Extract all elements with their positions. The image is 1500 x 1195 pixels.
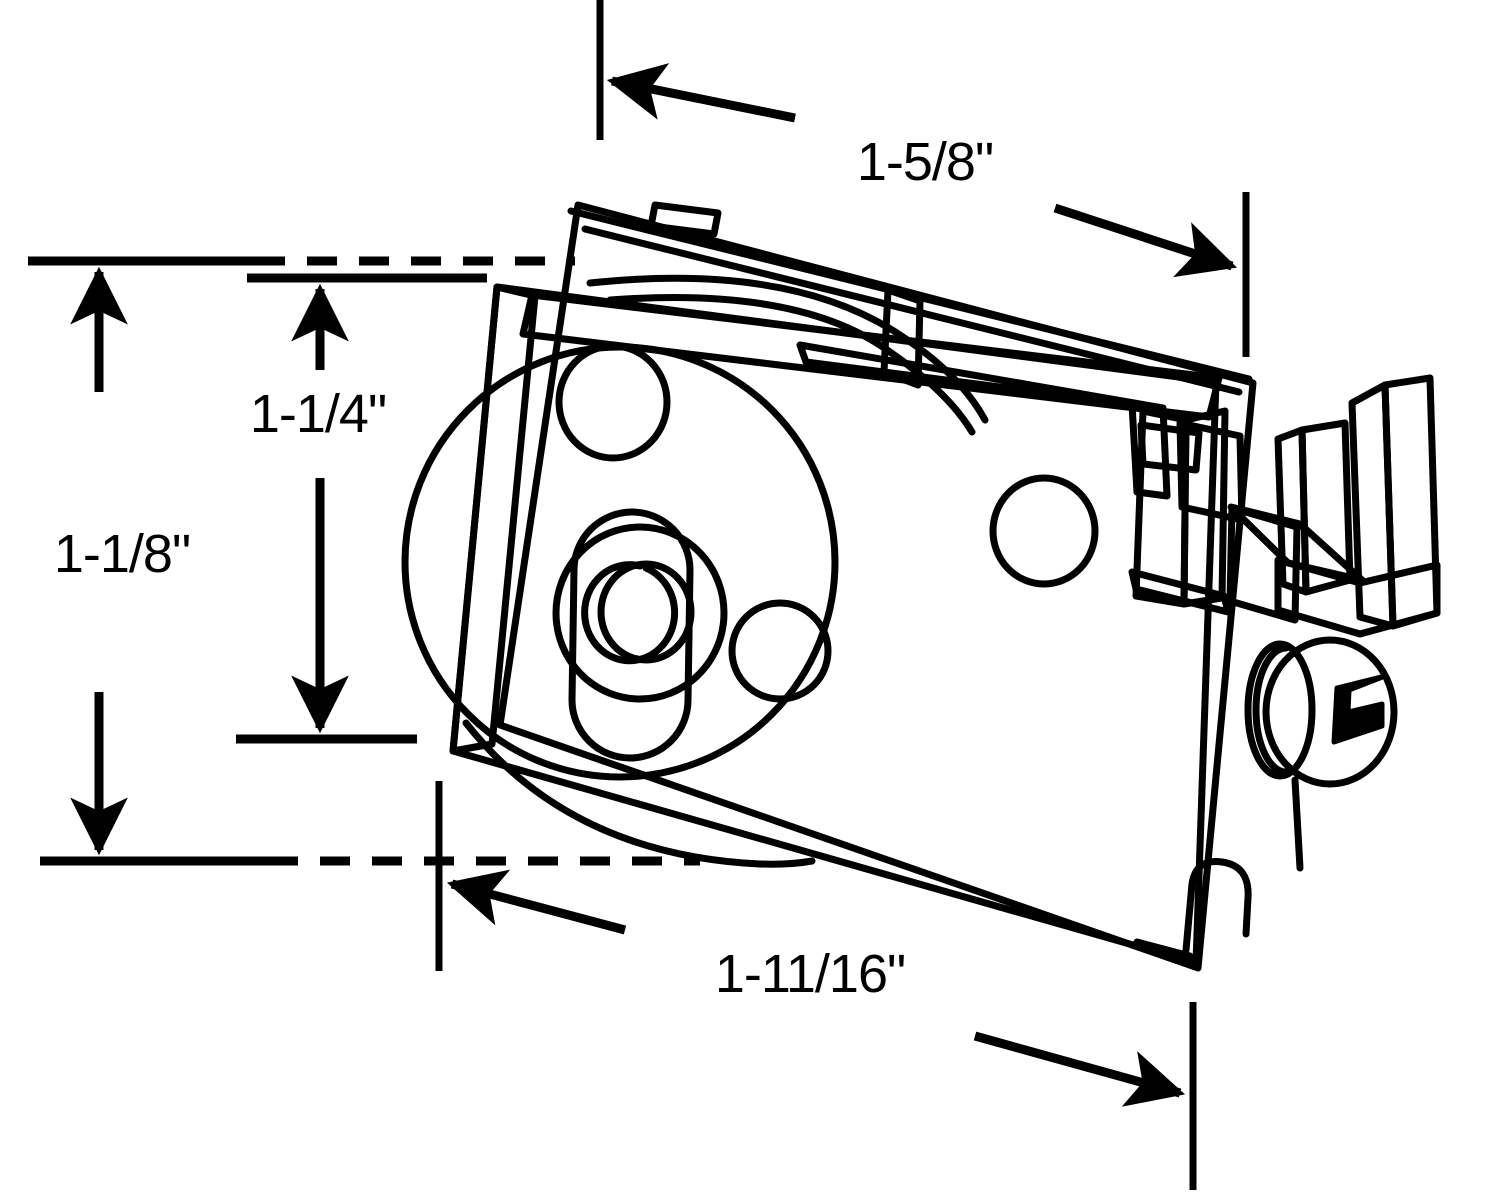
- wheel-bottom-arc: [462, 719, 816, 868]
- housing-front-face: [449, 283, 1220, 967]
- part-geometry: [401, 201, 1441, 972]
- dashed-reference-lines: [255, 256, 700, 866]
- small-hole-center-icon: [728, 599, 832, 703]
- bracket-channel-top: [1227, 503, 1366, 584]
- mounting-hole-right-icon: [989, 474, 1099, 588]
- axle-hub-outer-icon: [552, 523, 728, 703]
- axle-hub-bore-icon: [581, 561, 679, 665]
- arrow-to-left-bottom: [446, 869, 627, 935]
- screw-shaft-icon: [1291, 776, 1304, 872]
- horizontal-witness-lines: [28, 256, 487, 866]
- bracket-right-prong-inner: [1348, 381, 1397, 630]
- dimension-label-height-outer: 1-1/8": [54, 524, 190, 584]
- housing-left-edge-band: [449, 283, 539, 755]
- bracket-left-prong-inner: [1274, 426, 1310, 596]
- screw-washer-inner-icon: [1252, 644, 1290, 776]
- housing-top-inner-lip: [581, 225, 1243, 396]
- dimension-label-width-bottom: 1-11/16": [715, 944, 905, 1004]
- screw-head-outer-icon: [1262, 636, 1398, 788]
- arrow-to-right-top: [1053, 203, 1237, 278]
- housing-bottom-edge-detail: [1133, 938, 1194, 960]
- mounting-hole-upper-left-icon: [555, 342, 671, 462]
- bottom-notch-icon: [1182, 857, 1252, 954]
- dimension-arrows-width-top: [606, 63, 1237, 278]
- arrow-to-left-top: [606, 63, 796, 123]
- dimension-arrows-width-bottom: [446, 869, 1186, 1107]
- bracket-arm-diagonal: [1176, 419, 1246, 524]
- extension-lines: [435, 0, 1250, 1190]
- dimension-label-height-inner: 1-1/4": [250, 384, 386, 444]
- screw-slot-icon: [1331, 673, 1388, 745]
- housing-right-boss: [1137, 421, 1203, 474]
- housing-top-tab: [647, 201, 722, 238]
- housing-center-strut: [880, 286, 924, 389]
- arrow-to-right-bottom: [973, 1031, 1186, 1107]
- screw-washer-icon: [1244, 640, 1316, 780]
- dimension-label-width-top: 1-5/8": [857, 132, 993, 192]
- housing-right-flange-edge: [1180, 407, 1229, 608]
- wheel-top-arc-inner: [606, 294, 976, 436]
